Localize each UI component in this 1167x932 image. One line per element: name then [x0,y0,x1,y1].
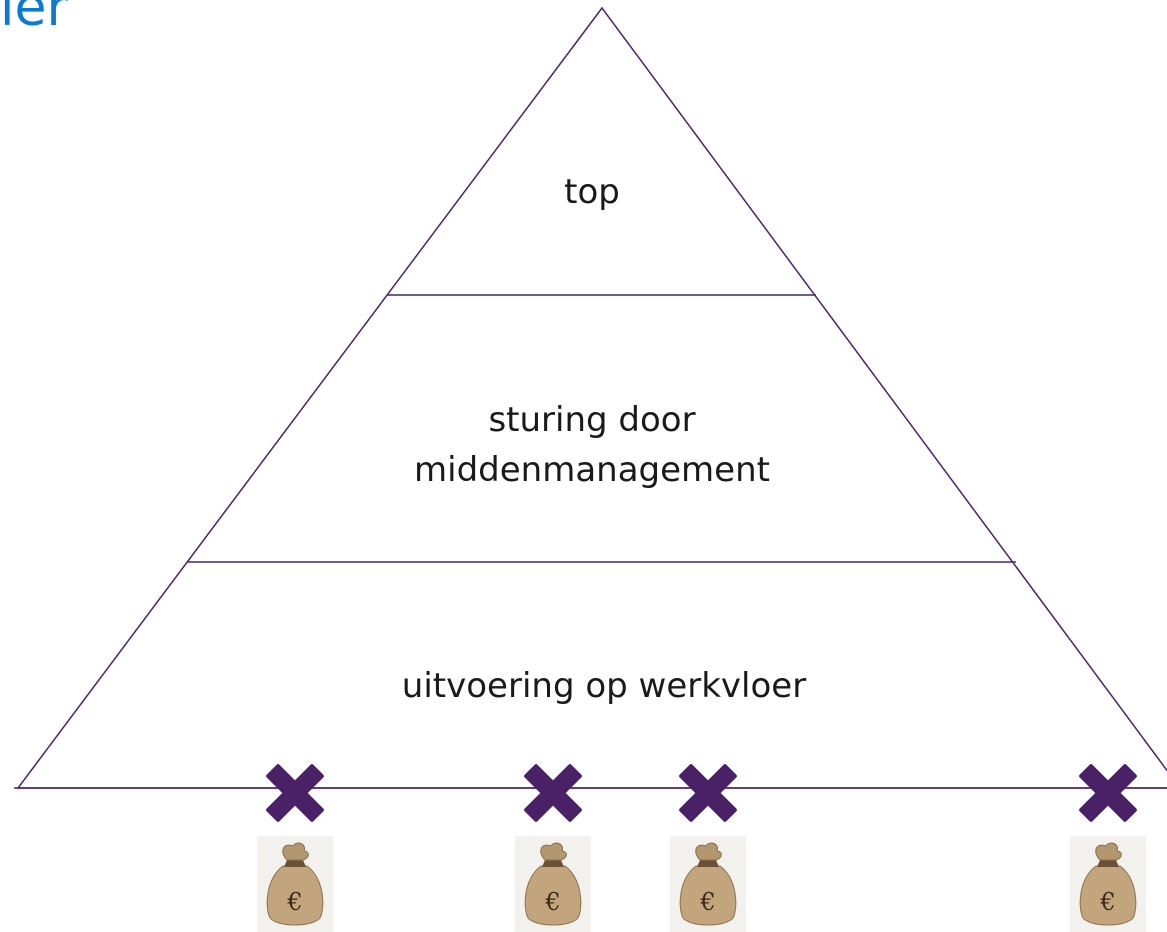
markers: € € € € [257,764,1146,932]
euro-symbol: € [699,888,715,916]
tier-label-middle-line2: middenmanagement [414,450,770,490]
tier-label-middle-line1: sturing door [488,400,695,440]
tier-label-bottom: uitvoering op werkvloer [402,666,806,706]
money-bag-icon: € [1070,836,1146,932]
x-mark-icon [679,764,737,822]
money-bag-icon: € [515,836,591,932]
slide-title: ier [0,0,68,38]
euro-symbol: € [286,888,302,916]
x-mark-icon [266,764,324,822]
money-bag-icon: € [670,836,746,932]
x-mark-icon [524,764,582,822]
tier-label-top: top [564,172,620,212]
euro-symbol: € [544,888,560,916]
pyramid-outline [16,6,1167,789]
money-bag-icon: € [257,836,333,932]
euro-symbol: € [1099,888,1115,916]
x-mark-icon [1079,764,1137,822]
